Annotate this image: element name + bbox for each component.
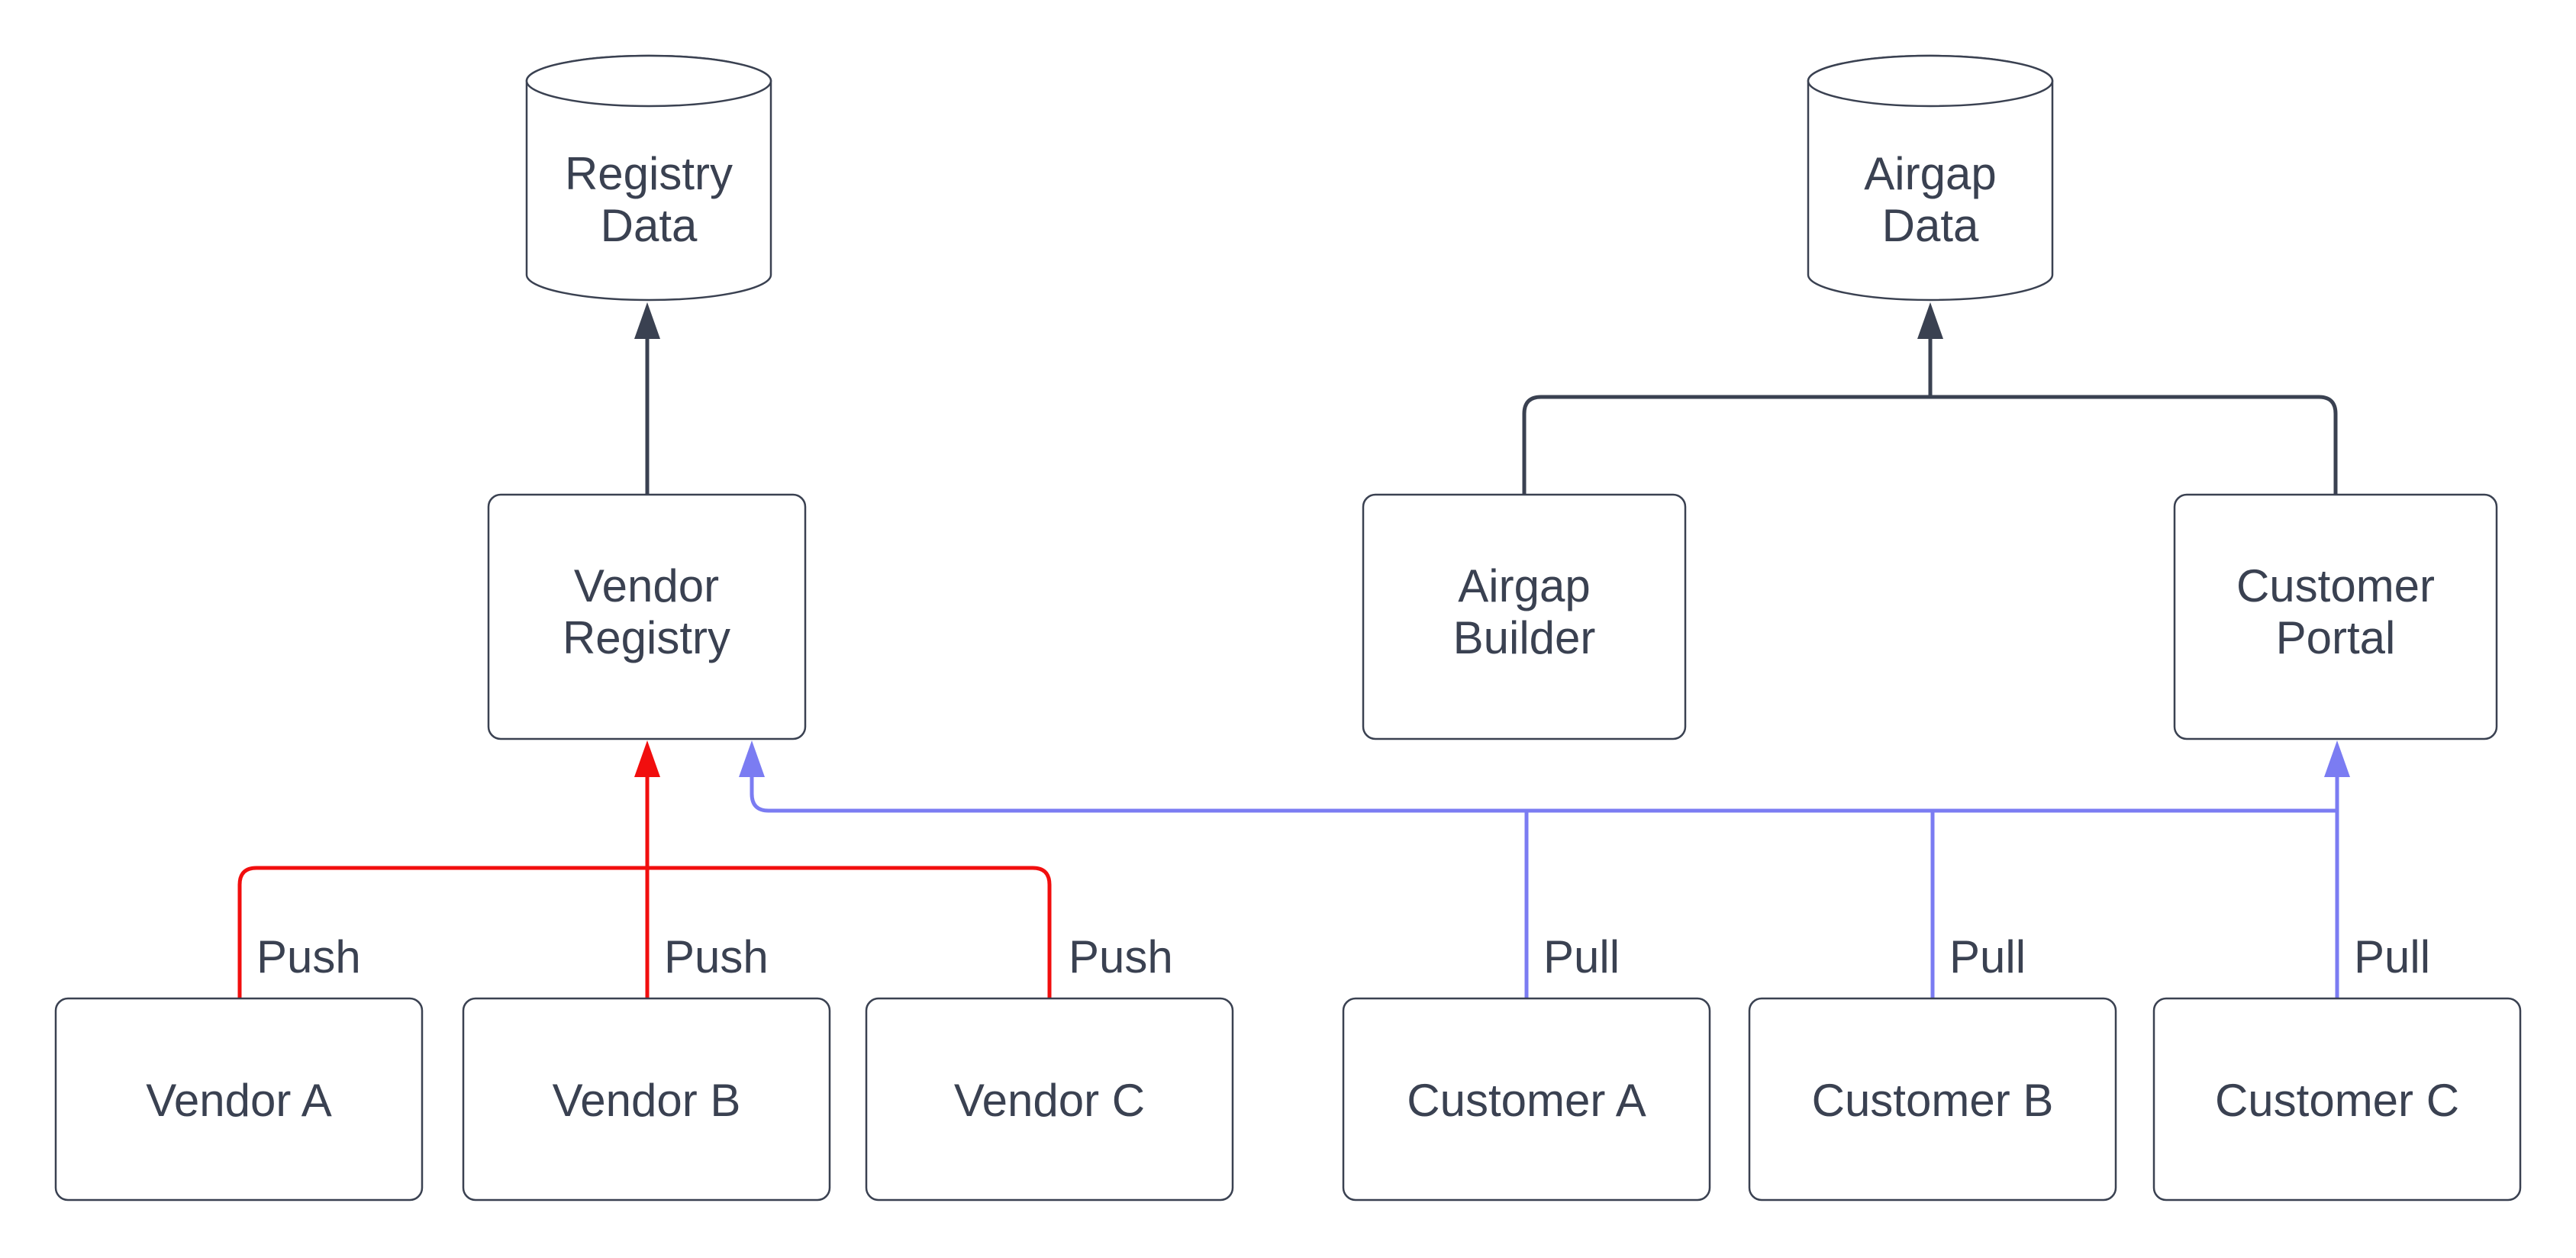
cylinder-top-rim [525, 54, 772, 108]
datastore-registry-data: Registry Data [525, 54, 772, 302]
node-customer-portal: Customer Portal [2173, 493, 2498, 740]
datastore-label-line2: Data [1882, 200, 1979, 251]
node-customer-a: Customer A [1342, 997, 1711, 1202]
push-label-vendor-a: Push [256, 931, 361, 982]
node-box [865, 997, 1234, 1202]
node-label: Vendor A [146, 1075, 332, 1126]
datastore-label-line2: Data [601, 200, 698, 251]
cylinder-top-rim [1807, 54, 2054, 108]
edge-labels: Push Push Push Pull Pull Pull [256, 931, 2430, 982]
push-label-vendor-c: Push [1069, 931, 1173, 982]
arrow-head-up [739, 740, 765, 777]
edge-vendor-registry-to-registry-data [634, 302, 660, 495]
push-label-vendor-b: Push [664, 931, 769, 982]
node-label-line1: Vendor [574, 560, 719, 611]
node-box [487, 493, 807, 740]
node-vendor-b: Vendor B [462, 997, 831, 1202]
datastore-label-line1: Registry [565, 148, 733, 199]
arrow-head-up [634, 740, 660, 777]
arrow-head-up [1917, 302, 1943, 339]
node-label: Customer B [1812, 1075, 2054, 1126]
node-label: Customer C [2215, 1075, 2459, 1126]
pull-label-customer-a: Pull [1543, 931, 1620, 982]
pull-label-customer-b: Pull [1949, 931, 2026, 982]
push-branch-line [237, 866, 1052, 998]
node-box [2173, 493, 2498, 740]
edge-builder-portal-to-airgap-data [1522, 302, 2338, 495]
node-label: Customer A [1407, 1075, 1646, 1126]
datastore-label-line1: Airgap [1864, 148, 1996, 199]
arrow-head-up [634, 302, 660, 339]
node-vendor-a: Vendor A [54, 997, 424, 1202]
node-label-line2: Builder [1453, 612, 1596, 663]
pull-edges [739, 740, 2350, 998]
node-label: Vendor B [553, 1075, 741, 1126]
pull-label-customer-c: Pull [2354, 931, 2430, 982]
node-label: Vendor C [954, 1075, 1145, 1126]
node-vendor-c: Vendor C [865, 997, 1234, 1202]
pull-bus-line [750, 774, 2337, 813]
node-box [1342, 997, 1711, 1202]
node-airgap-builder: Airgap Builder [1362, 493, 1687, 740]
node-customer-b: Customer B [1748, 997, 2117, 1202]
node-box [54, 997, 424, 1202]
node-box [2152, 997, 2522, 1202]
arrow-head-up [2324, 740, 2350, 777]
node-label-line1: Airgap [1458, 560, 1590, 611]
node-label-line2: Portal [2276, 612, 2396, 663]
node-box [1748, 997, 2117, 1202]
node-label-line2: Registry [563, 612, 730, 663]
node-customer-c: Customer C [2152, 997, 2522, 1202]
node-box [1362, 493, 1687, 740]
push-edges [237, 740, 1052, 998]
node-label-line1: Customer [2236, 560, 2435, 611]
node-box [462, 997, 831, 1202]
node-vendor-registry: Vendor Registry [487, 493, 807, 740]
datastore-airgap-data: Airgap Data [1807, 54, 2054, 302]
